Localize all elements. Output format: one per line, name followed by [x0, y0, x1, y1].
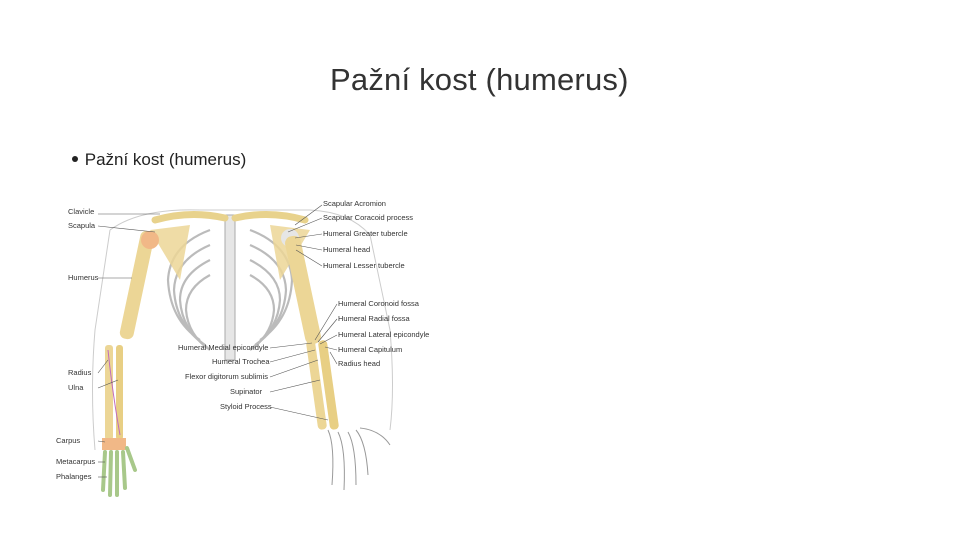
- label-humeral-capitulum: Humeral Capitulum: [338, 345, 403, 354]
- label-humeral-radial-fossa: Humeral Radial fossa: [338, 314, 410, 323]
- label-supinator: Supinator: [230, 387, 263, 396]
- label-humeral-medial-epicondyle: Humeral Medial epicondyle: [178, 343, 269, 352]
- label-metacarpus: Metacarpus: [56, 457, 96, 466]
- label-humeral-trochea: Humeral Trochea: [212, 357, 270, 366]
- label-flexor-digitorum-sublimis: Flexor digitorum sublimis: [185, 372, 268, 381]
- label-humeral-coronoid-fossa: Humeral Coronoid fossa: [338, 299, 419, 308]
- label-humeral-lateral-epicondyle: Humeral Lateral epicondyle: [338, 330, 430, 339]
- bullet-dot: [72, 155, 78, 162]
- skeleton-illustration: [92, 204, 393, 497]
- label-humeral-head: Humeral head: [323, 245, 371, 254]
- label-humerus: Humerus: [68, 273, 99, 282]
- label-humeral-lesser-tubercle: Humeral Lesser tubercle: [323, 261, 405, 270]
- label-scapular-coracoid: Scapular Coracoid process: [323, 213, 414, 222]
- label-styloid-process: Styloid Process: [220, 402, 272, 411]
- label-scapular-acromion: Scapular Acromion: [323, 199, 386, 208]
- label-scapula: Scapula: [68, 221, 96, 230]
- label-ulna: Ulna: [68, 383, 84, 392]
- label-radius-head: Radius head: [338, 359, 381, 368]
- label-humeral-greater-tubercle: Humeral Greater tubercle: [323, 229, 408, 238]
- bullet-item: Pažní kost (humerus): [72, 150, 246, 170]
- label-carpus: Carpus: [56, 436, 81, 445]
- label-phalanges: Phalanges: [56, 472, 92, 481]
- label-radius: Radius: [68, 368, 92, 377]
- label-clavicle: Clavicle: [68, 207, 95, 216]
- slide-title: Pažní kost (humerus): [330, 62, 629, 97]
- bullet-text: Pažní kost (humerus): [84, 150, 247, 169]
- skeleton-arm-diagram: Clavicle Scapula Humerus Radius Ulna Car…: [50, 190, 450, 520]
